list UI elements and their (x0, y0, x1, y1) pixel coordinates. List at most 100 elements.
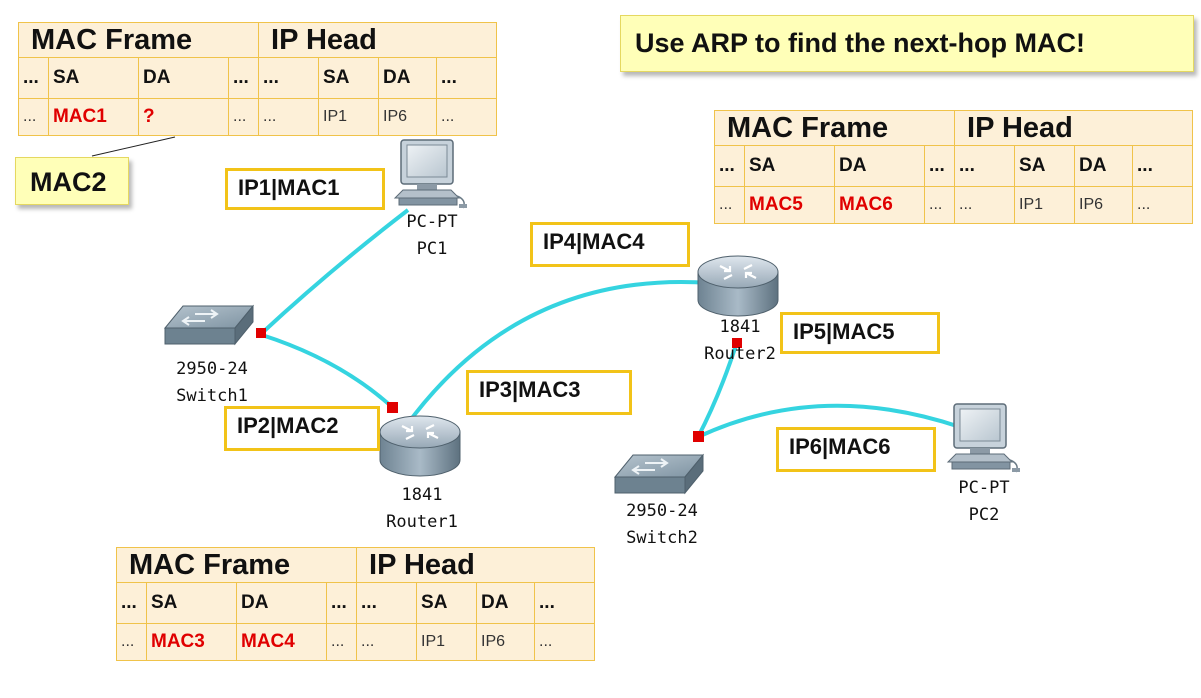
switch2-caption: 2950-24 Switch2 (610, 498, 714, 552)
ip-head-label: IP Head (954, 110, 1194, 146)
field-value-row: ... MAC3 MAC4 ... ... IP1 IP6 ... (116, 623, 596, 661)
router1-model: 1841 (401, 485, 443, 505)
mac2-callout: MAC2 (15, 157, 129, 205)
destination-mac-cell: ? (138, 98, 229, 136)
value-cell: ... (356, 623, 418, 661)
router1-name: Router1 (386, 512, 458, 532)
field-cell: ... (923, 145, 956, 187)
label-router1-right-interface: IP3|MAC3 (466, 370, 632, 415)
callout-pointer (91, 136, 176, 157)
mac-frame-label: MAC Frame (115, 547, 358, 583)
source-mac-cell: MAC5 (744, 186, 835, 224)
value-cell: ... (436, 98, 498, 136)
port-router1 (387, 402, 398, 413)
mac-frame-label: MAC Frame (17, 22, 260, 58)
source-mac-cell: MAC1 (48, 98, 139, 136)
pc2-model: PC-PT (958, 478, 1010, 498)
router2-model: 1841 (719, 317, 761, 337)
field-cell: ... (258, 57, 320, 99)
field-cell: ... (356, 582, 418, 624)
field-cell: ... (436, 57, 498, 99)
switch1-icon (163, 304, 255, 346)
field-cell: SA (1014, 145, 1076, 187)
pc1-name: PC1 (416, 239, 448, 259)
destination-mac-cell: MAC6 (834, 186, 925, 224)
destination-ip-cell: IP6 (476, 623, 536, 661)
field-cell: SA (146, 582, 237, 624)
switch2-model: 2950-24 (626, 501, 698, 521)
ip-head-label: IP Head (356, 547, 596, 583)
value-cell: ... (18, 98, 49, 136)
switch2-name: Switch2 (626, 528, 698, 548)
port-switch2 (693, 431, 704, 442)
link-pc1-switch1 (260, 208, 410, 335)
ip-head-label: IP Head (258, 22, 498, 58)
field-cell: SA (318, 57, 380, 99)
pc1-model: PC-PT (406, 212, 458, 232)
destination-ip-cell: IP6 (1074, 186, 1134, 224)
value-cell: ... (116, 623, 147, 661)
field-cell: DA (236, 582, 327, 624)
field-cell: ... (714, 145, 745, 187)
value-cell: ... (954, 186, 1016, 224)
source-ip-cell: IP1 (318, 98, 380, 136)
link-router1-router2 (404, 280, 711, 428)
switch1-model: 2950-24 (176, 359, 248, 379)
label-router1-left-interface: IP2|MAC2 (224, 406, 380, 451)
field-cell: SA (48, 57, 139, 99)
field-name-row: ... SA DA ... ... SA DA ... (18, 57, 498, 99)
field-name-row: ... SA DA ... ... SA DA ... (714, 145, 1194, 187)
router2-name: Router2 (704, 344, 776, 364)
router1-caption: 1841 Router1 (372, 482, 472, 536)
ports (256, 328, 742, 442)
frame-header-row: MAC Frame IP Head (115, 547, 596, 583)
switch1-name: Switch1 (176, 386, 248, 406)
value-cell: ... (534, 623, 596, 661)
field-value-row: ... MAC1 ? ... ... IP1 IP6 ... (18, 98, 498, 136)
source-ip-cell: IP1 (1014, 186, 1076, 224)
switch1-caption: 2950-24 Switch1 (160, 356, 264, 410)
value-cell: ... (325, 623, 358, 661)
value-cell: ... (227, 98, 260, 136)
field-cell: ... (325, 582, 358, 624)
value-cell: ... (714, 186, 745, 224)
link-switch1-router1 (261, 333, 394, 409)
label-router2-bottom-interface: IP5|MAC5 (780, 312, 940, 354)
pc1-icon (393, 139, 467, 209)
field-cell: ... (1132, 145, 1194, 187)
field-cell: DA (138, 57, 229, 99)
link-switch2-pc2 (697, 403, 961, 439)
switch2-icon (613, 453, 705, 495)
field-cell: ... (954, 145, 1016, 187)
label-pc1-interface: IP1|MAC1 (225, 168, 385, 210)
field-cell: ... (534, 582, 596, 624)
value-cell: ... (1132, 186, 1194, 224)
source-ip-cell: IP1 (416, 623, 478, 661)
value-cell: ... (258, 98, 320, 136)
field-cell: DA (476, 582, 536, 624)
label-router2-left-interface: IP4|MAC4 (530, 222, 690, 267)
pc1-caption: PC-PT PC1 (395, 209, 469, 263)
router2-caption: 1841 Router2 (690, 314, 790, 368)
pc2-caption: PC-PT PC2 (945, 475, 1023, 529)
field-cell: ... (18, 57, 49, 99)
field-cell: DA (378, 57, 438, 99)
frame-header-row: MAC Frame IP Head (713, 110, 1194, 146)
field-cell: DA (834, 145, 925, 187)
frame-table-top-right: MAC Frame IP Head ... SA DA ... ... SA D… (713, 110, 1194, 224)
field-cell: DA (1074, 145, 1134, 187)
source-mac-cell: MAC3 (146, 623, 237, 661)
port-switch1 (256, 328, 266, 338)
field-cell: SA (744, 145, 835, 187)
mac-frame-label: MAC Frame (713, 110, 956, 146)
label-pc2-interface: IP6|MAC6 (776, 427, 936, 472)
pc2-name: PC2 (968, 505, 1000, 525)
port-router2 (732, 338, 742, 348)
value-cell: ... (923, 186, 956, 224)
field-cell: ... (227, 57, 260, 99)
frame-table-bottom: MAC Frame IP Head ... SA DA ... ... SA D… (115, 547, 596, 661)
pc2-icon (946, 403, 1020, 473)
frame-header-row: MAC Frame IP Head (17, 22, 498, 58)
arp-hint-note: Use ARP to find the next-hop MAC! (620, 15, 1194, 72)
